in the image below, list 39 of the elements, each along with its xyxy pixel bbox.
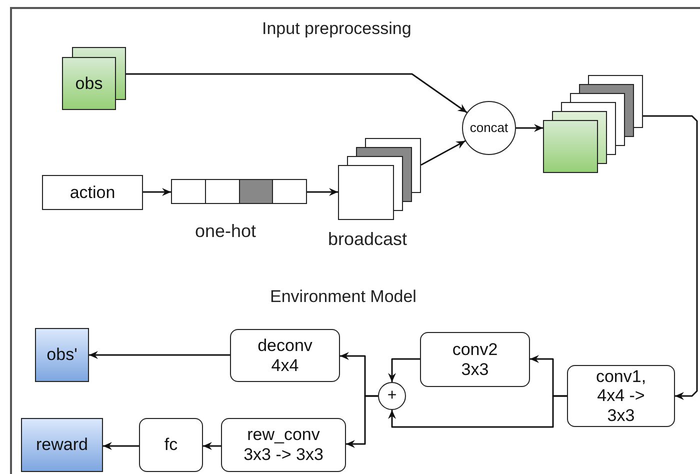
arrow: [516, 124, 543, 132]
section-heading: Input preprocessing: [262, 18, 412, 40]
arrow: [388, 358, 420, 382]
layer-stack: [62, 47, 126, 110]
layer-stack: [543, 75, 643, 173]
node-label: rew_conv 3x3 -> 3x3: [242, 425, 324, 465]
arrow: [203, 442, 221, 450]
arrow: [103, 442, 139, 450]
output-box: [35, 328, 89, 382]
arrow: [346, 395, 378, 448]
arrow: [643, 115, 698, 400]
node-label: concat: [468, 120, 510, 136]
layer-box: [139, 418, 203, 472]
node-label: deconv 4x4: [256, 336, 314, 376]
node-label: +: [386, 386, 398, 406]
node-label: conv2 3x3: [451, 340, 499, 380]
arrow: [420, 140, 466, 166]
node-label: obs': [46, 345, 78, 365]
arrow: [143, 188, 171, 196]
arrow: [126, 73, 468, 114]
node-label: reward: [35, 435, 89, 455]
output-box: [21, 418, 103, 472]
node-label: one-hot: [195, 220, 256, 243]
one-hot-vector: [171, 179, 307, 204]
node-label: fc: [163, 435, 179, 455]
layer-box: [230, 329, 340, 382]
node-label: obs: [74, 72, 104, 95]
layer-box: [420, 332, 530, 387]
layer-box: [221, 418, 346, 472]
arrow: [307, 188, 338, 196]
node-label: action: [68, 182, 116, 202]
arrow: [388, 395, 567, 428]
input-box: [42, 175, 143, 210]
layer-stack: [338, 138, 421, 220]
section-heading: Environment Model: [270, 286, 416, 308]
layer-box: [567, 365, 675, 427]
node-label: conv1, 4x4 -> 3x3: [594, 366, 648, 426]
node-label: broadcast: [328, 228, 408, 251]
arrow: [89, 351, 230, 359]
